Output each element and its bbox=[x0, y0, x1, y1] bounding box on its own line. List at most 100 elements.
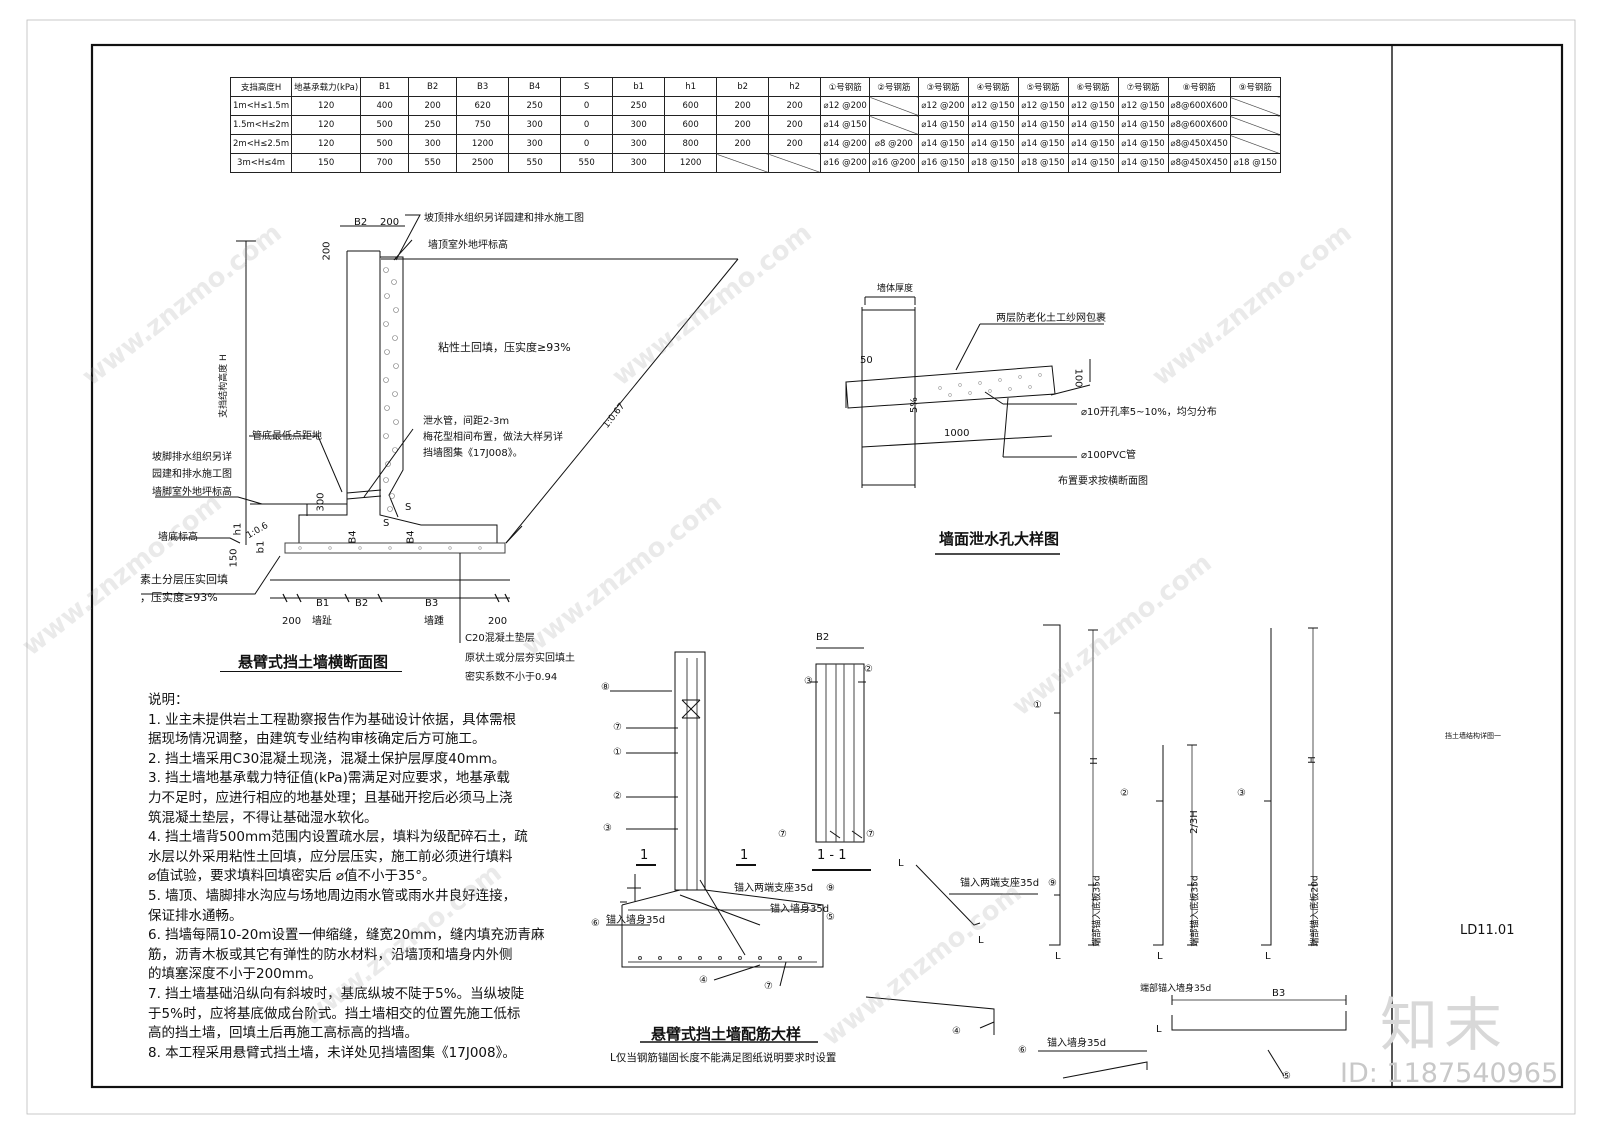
note-line: 2. 挡土墙采用C30混凝土现浇，混凝土保护层厚度40mm。 bbox=[148, 750, 506, 767]
col-header: B3 bbox=[456, 77, 510, 97]
lbar-l-bottom: L bbox=[978, 935, 984, 946]
rebar-anchor-wall: 锚入墙身35d bbox=[770, 904, 830, 915]
bar6-num: ⑥ bbox=[1018, 1045, 1027, 1056]
parameter-table: 支挡高度H 地基承载力(kPa) B1 B2 B3 B4 S b1 h1 b2 … bbox=[229, 77, 1281, 173]
col-header: ⑥号钢筋 bbox=[1067, 77, 1119, 97]
note-slope-top: 坡顶排水组织另详园建和排水施工图 bbox=[424, 213, 584, 224]
table-cell: 700 bbox=[360, 153, 410, 173]
table-cell: 300 bbox=[508, 134, 562, 154]
drain-pipe-line-3: 挡墙图集《17J008》。 bbox=[423, 448, 523, 459]
table-cell: ⌀14 @200 bbox=[820, 134, 871, 154]
dim-s-right: S bbox=[405, 502, 412, 513]
table-cell: ⌀16 @200 bbox=[869, 153, 919, 173]
table-cell: ⌀12 @150 bbox=[1117, 96, 1169, 116]
drain-pvc: ⌀100PVC管 bbox=[1081, 450, 1136, 461]
cushion-line-2: 原状土或分层夯实回填土 bbox=[465, 653, 575, 664]
table-cell: 200 bbox=[716, 134, 770, 154]
drain-d100: 100 bbox=[1072, 368, 1084, 388]
bar2-end: 端部锚入底板35d bbox=[1190, 875, 1201, 947]
bar5-b3: B3 bbox=[1272, 988, 1286, 999]
cushion-line-1: C20混凝土垫层 bbox=[465, 633, 535, 644]
bar5-num: ⑤ bbox=[1282, 1071, 1291, 1082]
bar3-num: ③ bbox=[1237, 788, 1246, 799]
table-cell: ⌀14 @150 bbox=[1067, 153, 1119, 173]
note-line: 保证排水通畅。 bbox=[148, 907, 243, 924]
col-header: ⑦号钢筋 bbox=[1117, 77, 1169, 97]
table-cell: 0 bbox=[560, 115, 614, 135]
design-notes: 说明： 1. 业主未提供岩土工程勘察报告作为基础设计依据，具体需根据现场情况调整… bbox=[148, 691, 568, 1063]
note-line: 8. 本工程采用悬臂式挡土墙，未详处见挡墙图集《17J008》。 bbox=[148, 1044, 516, 1061]
col-header: B1 bbox=[360, 77, 410, 97]
table-cell: ⌀8@600X600 bbox=[1167, 96, 1231, 116]
table-cell: 1.5m<H≤2m bbox=[229, 115, 293, 135]
bar2-23h: 2/3H bbox=[1188, 810, 1200, 834]
table-cell bbox=[1229, 134, 1281, 154]
note-line: 筋，沥青木板或其它有弹性的防水材料，沿墙顶和墙身内外侧 bbox=[148, 946, 513, 963]
dim-b1: B1 bbox=[316, 598, 330, 609]
col-header: B4 bbox=[508, 77, 562, 97]
drain-layout: 布置要求按横断面图 bbox=[1058, 476, 1148, 487]
dim-b2-bottom: B2 bbox=[355, 598, 369, 609]
dim-h1: h1 bbox=[232, 522, 244, 536]
note-line: 的填塞深度不小于200mm。 bbox=[148, 966, 322, 983]
table-cell: 400 bbox=[360, 96, 410, 116]
bar3-h: H bbox=[1306, 756, 1318, 764]
note-line: 1. 业主未提供岩土工程勘察报告作为基础设计依据，具体需根 bbox=[148, 711, 517, 728]
table-cell: ⌀14 @150 bbox=[1017, 115, 1069, 135]
drain-d50: 50 bbox=[860, 355, 873, 366]
rebar-num-1: ① bbox=[613, 747, 622, 758]
table-cell: 550 bbox=[560, 153, 614, 173]
section-mark-1-right: 1 bbox=[740, 848, 749, 863]
rebar-num-9: ⑨ bbox=[826, 883, 835, 894]
section-mark-1-left: 1 bbox=[640, 848, 649, 863]
col-header: ⑧号钢筋 bbox=[1167, 77, 1231, 97]
table-cell bbox=[1229, 115, 1281, 135]
table-cell bbox=[869, 96, 919, 116]
col-header: 支挡高度H bbox=[229, 77, 293, 97]
foot-drain-line-1: 坡脚排水组织另详 bbox=[152, 452, 232, 463]
table-cell: 550 bbox=[408, 153, 458, 173]
table-cell: 250 bbox=[612, 96, 666, 116]
bar1-num-9: ⑨ bbox=[1048, 878, 1057, 889]
dim-200-left: 200 bbox=[282, 616, 302, 627]
table-cell: 2500 bbox=[456, 153, 510, 173]
table-cell: 300 bbox=[612, 115, 666, 135]
col-header: ④号钢筋 bbox=[967, 77, 1019, 97]
table-cell: ⌀16 @150 bbox=[917, 153, 969, 173]
table-cell: ⌀14 @150 bbox=[1017, 134, 1069, 154]
note-backfill-fill: 粘性土回填，压实度≥93% bbox=[438, 341, 571, 354]
col-header: b2 bbox=[716, 77, 770, 97]
rebar-title: 悬臂式挡土墙配筋大样 bbox=[651, 1025, 802, 1043]
drain-top-dim: 墙体厚度 bbox=[877, 284, 914, 294]
table-cell: 600 bbox=[664, 96, 718, 116]
table-cell: 0 bbox=[560, 96, 614, 116]
bar2-num: ② bbox=[1120, 788, 1129, 799]
table-cell: ⌀12 @200 bbox=[820, 96, 871, 116]
note-line: 高的挡土墙，回填土后再施工高标高的挡墙。 bbox=[148, 1025, 418, 1042]
note-line: 3. 挡土墙地基承载力特征值(kPa)需满足对应要求，地基承载 bbox=[148, 770, 510, 787]
drain-title: 墙面泄水孔大样图 bbox=[939, 530, 1060, 548]
drain-holes: ⌀10开孔率5~10%，均匀分布 bbox=[1081, 407, 1217, 418]
table-cell: ⌀14 @150 bbox=[917, 134, 969, 154]
dim-b1-small: b1 bbox=[255, 540, 267, 554]
table-cell: ⌀14 @150 bbox=[967, 115, 1019, 135]
table-cell: ⌀18 @150 bbox=[1229, 153, 1281, 173]
rebar-num-3: ③ bbox=[603, 823, 612, 834]
rebar-num-7c: ⑦ bbox=[764, 981, 773, 992]
rebar-11-num-3: ③ bbox=[804, 676, 813, 687]
lbar-l-top: L bbox=[898, 858, 904, 869]
table-cell: 120 bbox=[291, 96, 362, 116]
table-cell: ⌀8@450X450 bbox=[1167, 134, 1231, 154]
sheet-number: LD11.01 bbox=[1460, 923, 1515, 938]
table-cell: 250 bbox=[508, 96, 562, 116]
foot-drain-line-2: 园建和排水施工图 bbox=[152, 469, 232, 480]
table-cell: 300 bbox=[612, 153, 666, 173]
backfill-line-2: ，压实度≥93% bbox=[140, 591, 218, 604]
note-line: 据现场情况调整，由建筑专业结构审核确定后方可施工。 bbox=[148, 731, 486, 748]
col-header: 地基承载力(kPa) bbox=[291, 77, 362, 97]
